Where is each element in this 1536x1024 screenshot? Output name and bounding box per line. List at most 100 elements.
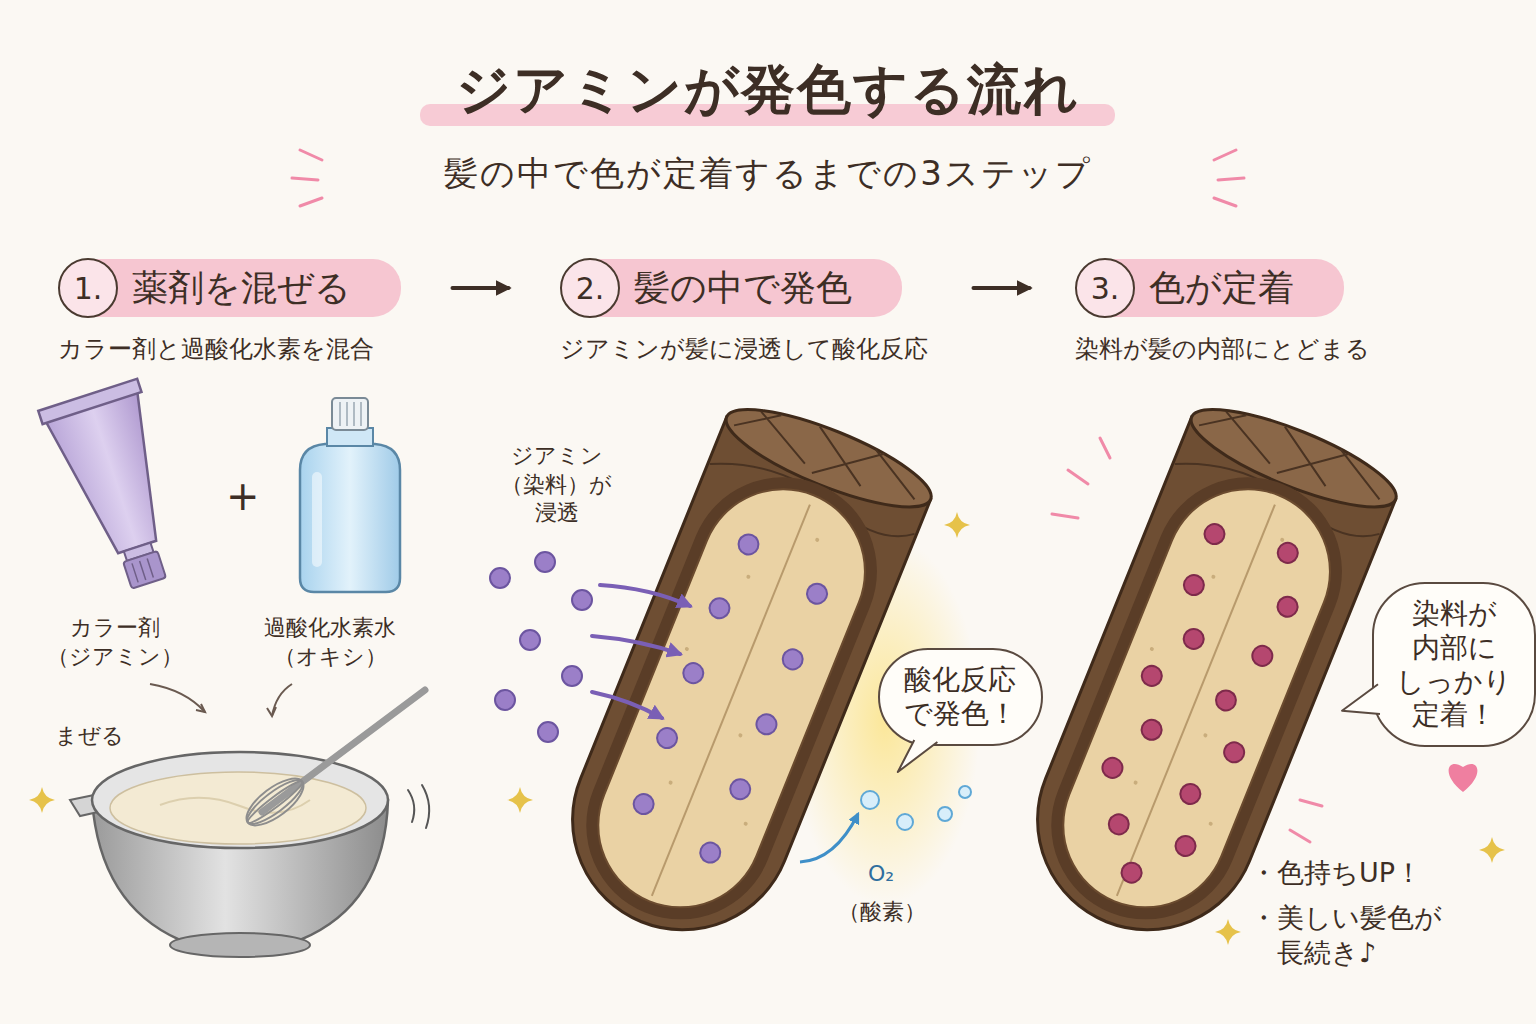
label-slot: ・色持ちUP！ [1250, 855, 1422, 890]
drawing-part [697, 840, 723, 866]
drawing-part [1119, 860, 1145, 886]
chemical-formula: O₂ [868, 860, 894, 889]
oxygen-arrow [800, 814, 858, 862]
flow-arrow [974, 286, 1030, 290]
drawing-part [753, 711, 779, 737]
flow-arrow [453, 286, 509, 290]
label-slot: + [226, 470, 260, 522]
caption-slot: 髪の中で色が定着するまでの3ステップ [0, 152, 1536, 195]
drawing-part [1099, 755, 1125, 781]
drawing-part [600, 585, 690, 606]
drawing-part [110, 772, 366, 844]
drawing-part [592, 692, 662, 718]
drawing-part [123, 551, 166, 589]
drawing-part [592, 636, 680, 654]
step-description: ジアミンが髪に浸透して酸化反応 [560, 334, 928, 364]
part-label: 過酸化水素水 （オキシ） [245, 614, 415, 671]
drawing-part [262, 690, 425, 812]
bubble-text: 染料が 内部に しっかり 定着！ [1390, 597, 1518, 731]
step-heading: 薬剤を混ぜる [88, 259, 401, 318]
step-header: 3.色が定着 [1075, 258, 1344, 318]
drawing-part [239, 770, 310, 833]
sparkle [29, 787, 55, 813]
step-header: 1.薬剤を混ぜる [58, 258, 401, 318]
step-description: 染料が髪の内部にとどまる [1075, 334, 1370, 364]
drawing-part [242, 774, 308, 831]
drawing-part [239, 770, 310, 833]
drawing-part [1275, 540, 1301, 566]
sparkle [507, 787, 533, 813]
whisk [239, 690, 425, 834]
sparkle [944, 512, 970, 538]
drawing-part [1100, 438, 1110, 458]
bubble-body [879, 649, 1042, 745]
step-description: カラー剤と過酸化水素を混合 [58, 334, 374, 364]
drawing-part [1300, 800, 1322, 806]
drawing-part [959, 786, 971, 798]
label-slot: （酸素） [838, 898, 926, 927]
bubble-text: 酸化反応 で発色！ [896, 663, 1025, 730]
drawing-part [572, 590, 592, 610]
label-slot: 過酸化水素水 （オキシ） [245, 614, 415, 671]
mix-leaders [150, 684, 292, 716]
drawing-part [267, 707, 276, 716]
drawing-part [727, 776, 753, 802]
action-label: まぜる [55, 722, 124, 751]
drawing-part [495, 690, 515, 710]
drawing-part [1181, 572, 1207, 598]
step-heading: 色が定着 [1105, 259, 1344, 318]
step-box: 2.髪の中で発色ジアミンが髪に浸透して酸化反応 [560, 258, 928, 364]
color-tube [38, 379, 198, 599]
motion-marks [408, 785, 429, 828]
drawing-part [735, 531, 761, 557]
drawing-part [1290, 830, 1310, 842]
label-slot: ・美しい髪色が 長続き♪ [1250, 900, 1465, 970]
drawing-part [1177, 781, 1203, 807]
mixing-bowl [70, 752, 388, 957]
drawing-part [804, 581, 830, 607]
drawing-part [1181, 626, 1207, 652]
fixed-dye-dots [1066, 509, 1324, 904]
drawing-part [1139, 663, 1165, 689]
drawing-part [706, 595, 732, 621]
benefit-item: ・色持ちUP！ [1250, 855, 1422, 890]
drawing-part [1218, 178, 1244, 180]
drawing-part [520, 630, 540, 650]
drawing-part [1068, 470, 1088, 484]
penetration-arrows [592, 585, 690, 718]
drawing-part [332, 398, 368, 430]
drawing-part [938, 807, 952, 821]
shine-rays [1052, 438, 1322, 842]
drawing-part [1275, 594, 1301, 620]
part-label: カラー剤 （ジアミン） [40, 614, 190, 671]
title: ジアミンが発色する流れ [0, 58, 1536, 123]
drawing-part [132, 558, 153, 582]
drawing-part [340, 402, 361, 426]
benefit-item: ・美しい髪色が 長続き♪ [1250, 900, 1465, 970]
caption: 髪の中で色が定着するまでの3ステップ [0, 152, 1536, 195]
peroxide-bottle [300, 398, 400, 592]
step-heading: 髪の中で発色 [590, 259, 902, 318]
drawing-part [92, 752, 388, 848]
sparkle [1215, 919, 1241, 945]
heart [1449, 764, 1478, 792]
sparkle [1479, 837, 1505, 863]
drawing-part [196, 704, 205, 712]
bubble-body [1373, 583, 1535, 746]
drawing-part [654, 725, 680, 751]
bubble-tail [898, 740, 938, 772]
drawing-part [1201, 521, 1227, 547]
step-header: 2.髪の中で発色 [560, 258, 902, 318]
drawing-part [312, 472, 322, 567]
drawing-part [150, 684, 205, 712]
callout-label: ジアミン （染料）が 浸透 [494, 442, 619, 528]
drawing-part [562, 666, 582, 686]
drawing-part [1214, 198, 1236, 206]
drawing-part [1249, 643, 1275, 669]
speech-bubble: 染料が 内部に しっかり 定着！ [1372, 582, 1536, 747]
note-label: （酸素） [838, 898, 926, 927]
drawing-part [780, 646, 806, 672]
drawing-part [490, 568, 510, 588]
step-number: 2. [560, 258, 620, 318]
